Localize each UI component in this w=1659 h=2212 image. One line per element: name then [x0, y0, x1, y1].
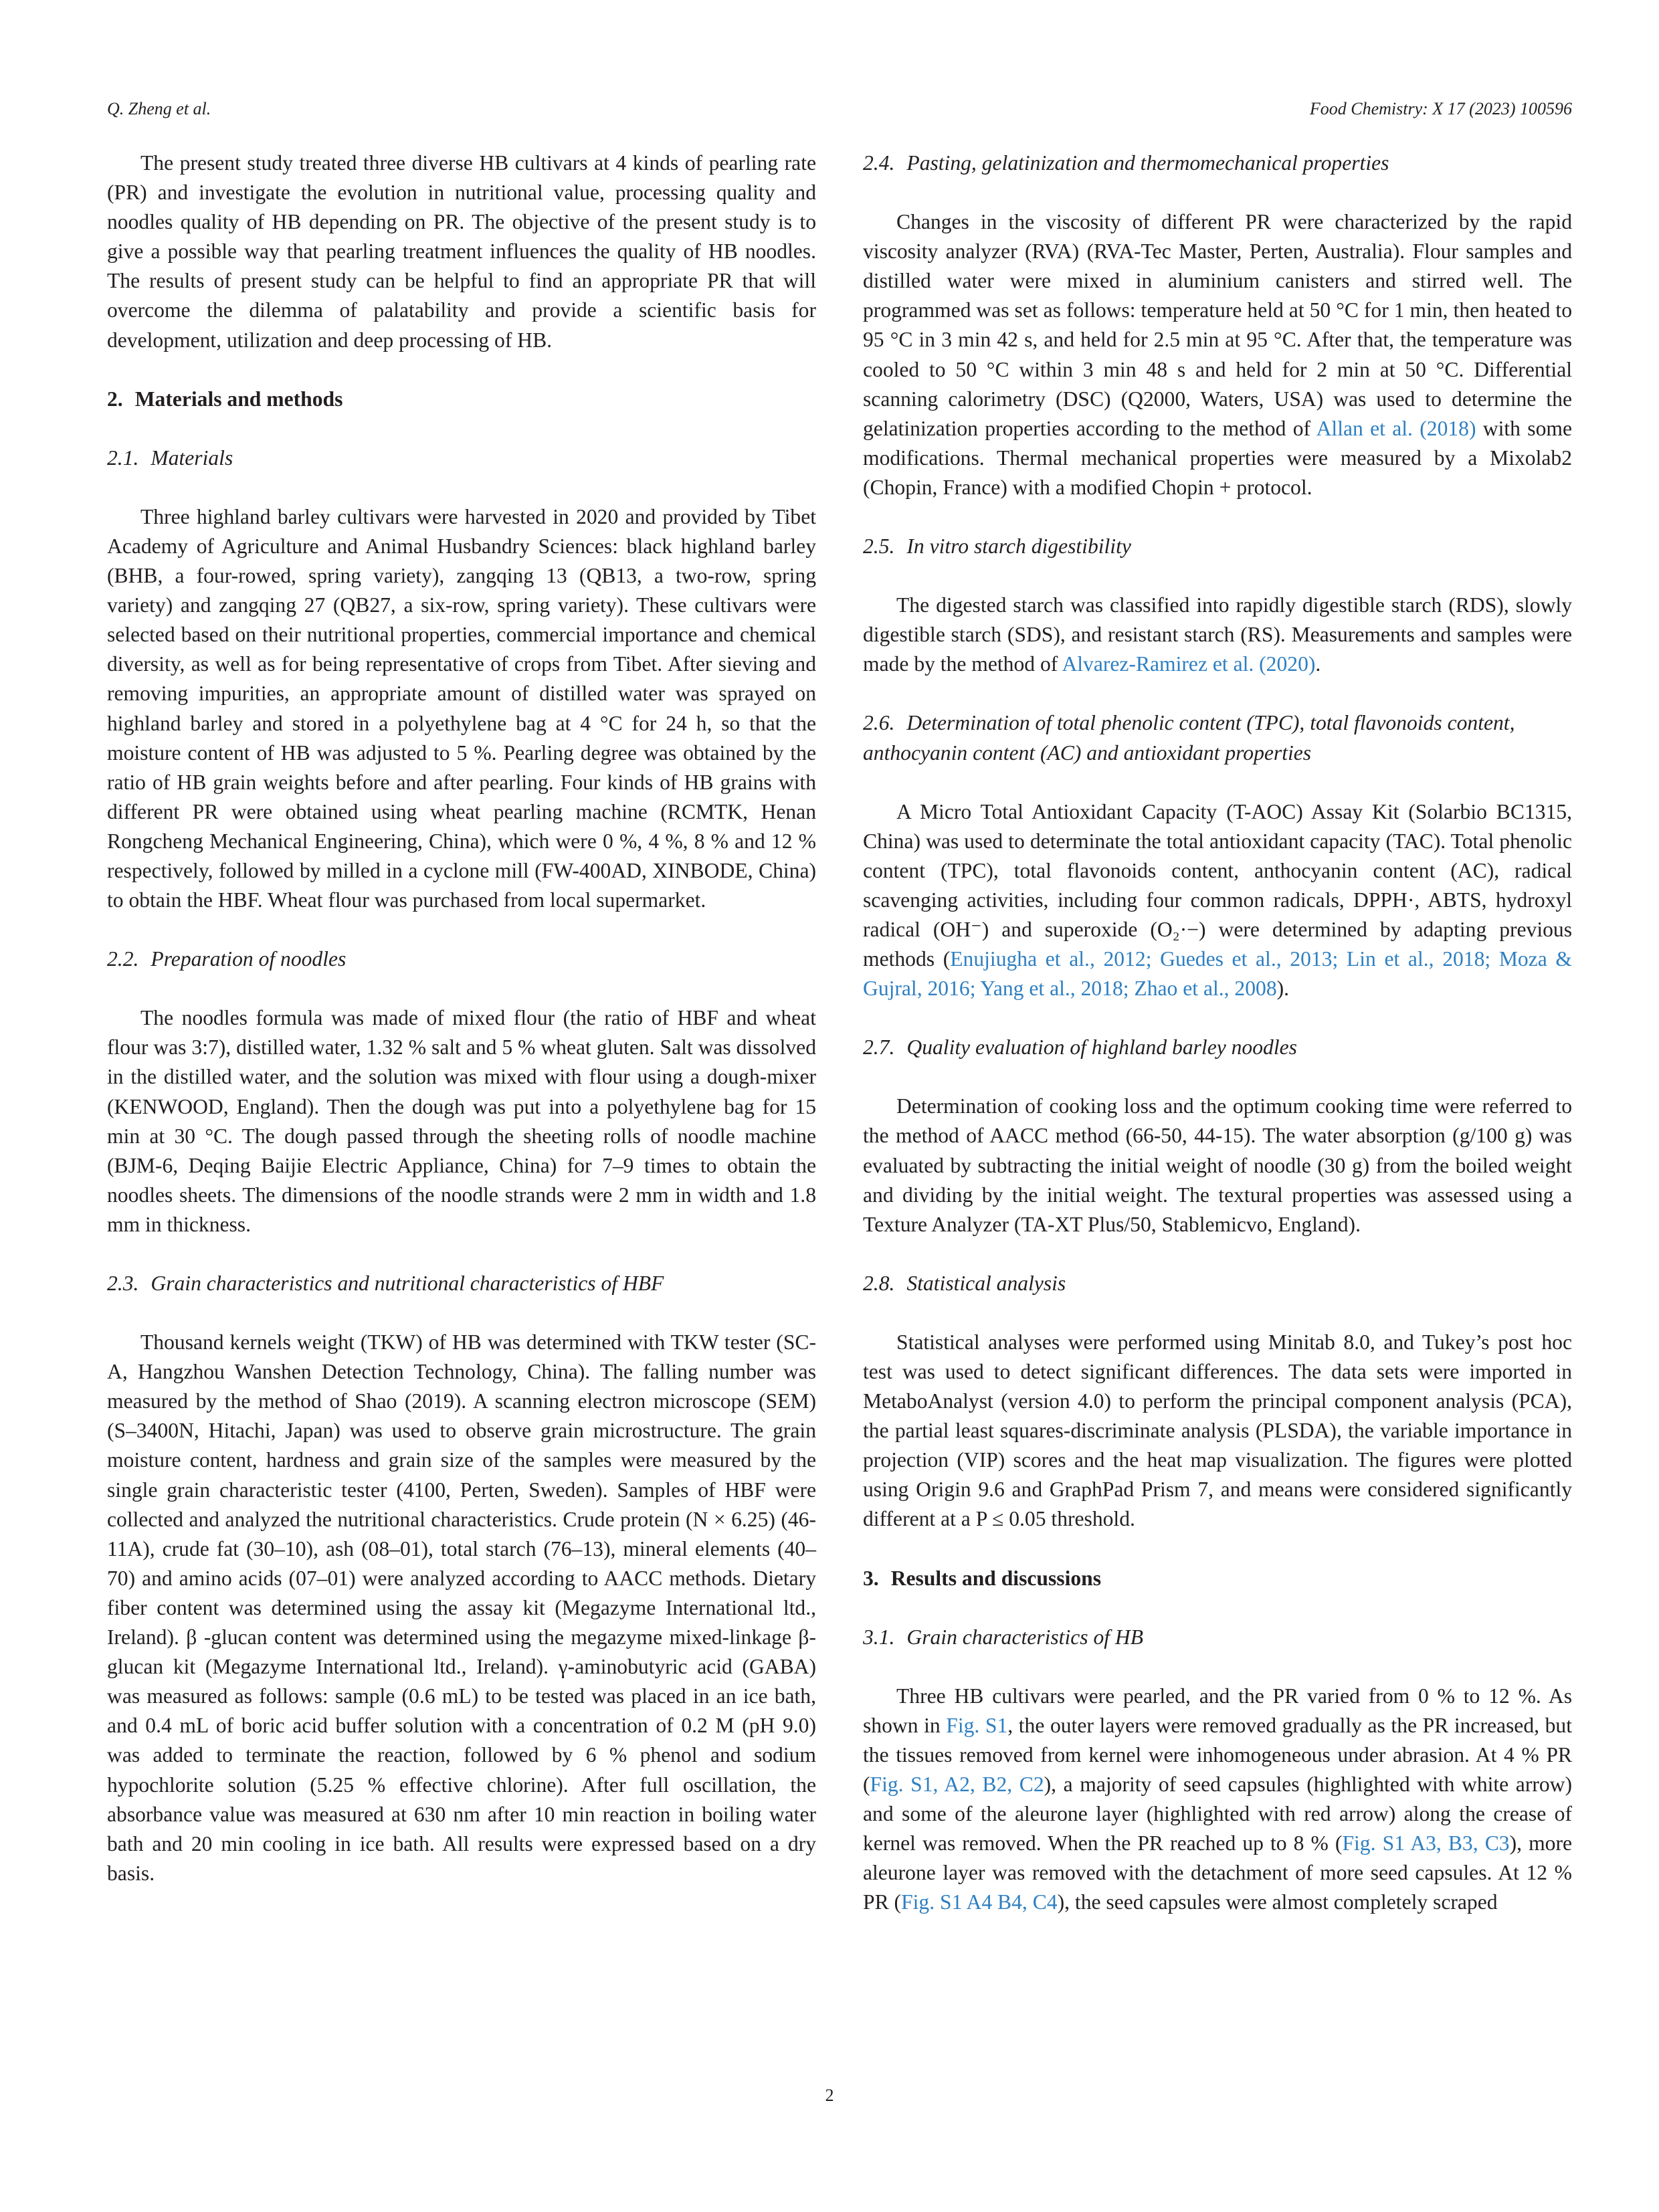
figure-link[interactable]: Fig. S1 A4 B4, C4 [901, 1890, 1058, 1914]
figure-link[interactable]: Fig. S1, A2, B2, C2 [870, 1773, 1044, 1797]
running-header: Q. Zheng et al. Food Chemistry: X 17 (20… [107, 99, 1572, 126]
subsection-heading-3-1: 3.1.Grain characteristics of HB [863, 1625, 1144, 1649]
subsection-heading-2-4: 2.4.Pasting, gelatinization and thermome… [863, 151, 1389, 175]
left-column: The present study treated three diverse … [107, 148, 816, 1888]
citation-link[interactable]: Alvarez-Ramirez et al. (2020) [1062, 652, 1316, 676]
header-author: Q. Zheng et al. [107, 99, 211, 118]
paragraph-2-1: Three highland barley cultivars were har… [107, 504, 816, 912]
subsection-heading-2-7: 2.7.Quality evaluation of highland barle… [863, 1035, 1297, 1060]
paragraph-2-5: The digested starch was classified into … [863, 593, 1572, 676]
header-journal: Food Chemistry: X 17 (2023) 100596 [1309, 99, 1572, 118]
citation-link[interactable]: Allan et al. (2018) [1316, 416, 1476, 440]
figure-link[interactable]: Fig. S1 A3, B3, C3 [1342, 1831, 1510, 1855]
subsection-heading-2-1: 2.1.Materials [107, 445, 233, 470]
right-column: 2.4.Pasting, gelatinization and thermome… [863, 148, 1572, 1918]
subsection-heading-2-6: 2.6.Determination of total phenolic cont… [863, 711, 1515, 765]
subsection-heading-2-5: 2.5.In vitro starch digestibility [863, 534, 1131, 559]
figure-link[interactable]: Fig. S1 [946, 1713, 1008, 1737]
paragraph-2-6: A Micro Total Antioxidant Capacity (T-AO… [863, 799, 1572, 1001]
page-number: 2 [825, 2086, 834, 2105]
paragraph-2-8: Statistical analyses were performed usin… [863, 1330, 1572, 1531]
paragraph-2-7: Determination of cooking loss and the op… [863, 1094, 1572, 1236]
paragraph-2-3: Thousand kernels weight (TKW) of HB was … [107, 1330, 816, 1885]
section-heading-2: 2.Materials and methods [107, 387, 343, 411]
paragraph-3-1: Three HB cultivars were pearled, and the… [863, 1684, 1572, 1914]
citation-link[interactable]: Enujiugha et al., 2012; Guedes et al., 2… [863, 947, 1572, 1001]
intro-paragraph: The present study treated three diverse … [107, 151, 816, 352]
subsection-heading-2-3: 2.3.Grain characteristics and nutritiona… [107, 1272, 664, 1295]
subsection-heading-2-2: 2.2.Preparation of noodles [107, 947, 347, 971]
section-heading-3: 3.Results and discussions [863, 1566, 1102, 1590]
subsection-heading-2-8: 2.8.Statistical analysis [863, 1271, 1066, 1295]
paragraph-2-4: Changes in the viscosity of different PR… [863, 210, 1572, 499]
paragraph-2-2: The noodles formula was made of mixed fl… [107, 1006, 816, 1236]
